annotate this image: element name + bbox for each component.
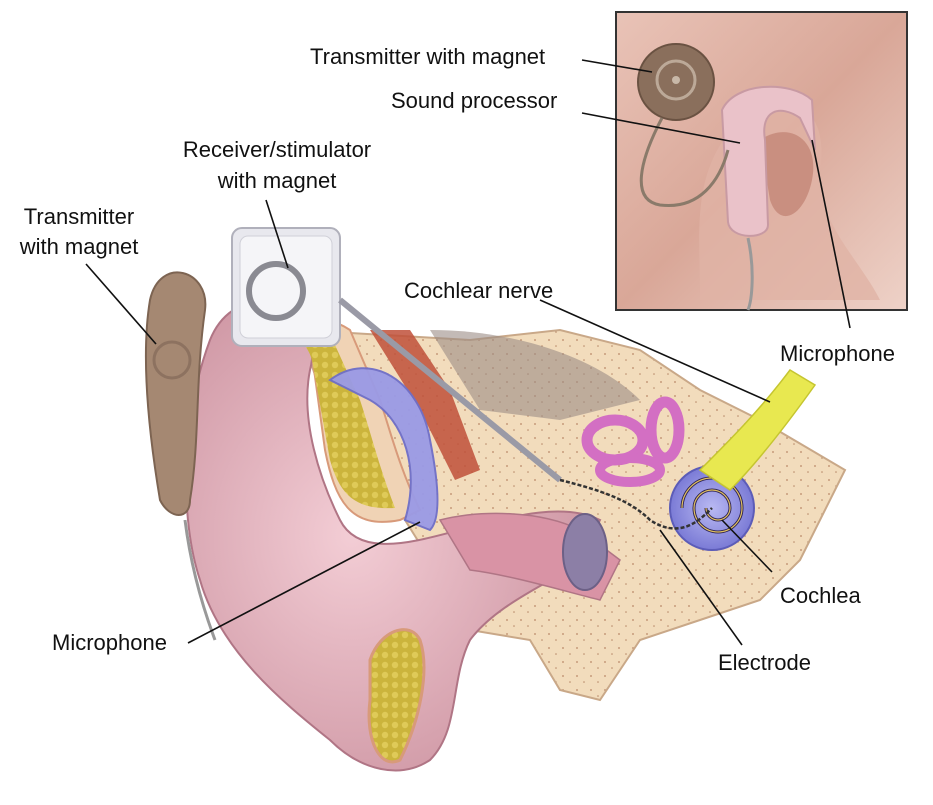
leader-lines (85, 59, 851, 646)
pinna-fat (258, 332, 395, 509)
label-inset-microphone: Microphone (780, 341, 895, 366)
eardrum (562, 513, 608, 591)
temporal-muscle (370, 330, 480, 480)
label-inset-transmitter: Transmitter with magnet (310, 44, 546, 69)
label-cochlea: Cochlea (780, 583, 861, 608)
label-transmitter-line2: with magnet (19, 234, 139, 259)
leader-electrode (659, 529, 743, 646)
bone-shadow (430, 330, 640, 420)
semicircular-canals (581, 396, 685, 487)
label-receiver-line2: with magnet (217, 168, 337, 193)
microphone-coil (328, 367, 439, 532)
leader-microphone (187, 521, 421, 644)
label-transmitter-line1: Transmitter (23, 204, 135, 229)
leader-transmitter (85, 263, 157, 345)
label-cochlear-nerve: Cochlear nerve (404, 278, 554, 303)
transmitter-device (144, 271, 217, 641)
electrode-array (559, 478, 713, 530)
electrode-lead (338, 297, 562, 483)
leader-inset-transmitter (581, 59, 653, 73)
leader-receiver (265, 199, 289, 269)
inset-processor-cable (746, 237, 754, 311)
leader-inset-processor (581, 112, 741, 144)
receiver-stimulator-device (231, 227, 713, 530)
inset-sound-processor (720, 85, 816, 237)
leader-inset-microphone (811, 139, 851, 329)
inset-transmitter-cable (639, 117, 730, 208)
label-microphone: Microphone (52, 630, 167, 655)
label-receiver-line1: Receiver/stimulator (182, 137, 372, 162)
leader-cochlear-nerve (539, 299, 771, 403)
leader-cochlea (721, 519, 773, 573)
earlobe-fat (367, 628, 426, 764)
label-electrode: Electrode (718, 650, 811, 675)
inset-ear-canal (760, 132, 814, 217)
cochlear-nerve-shape (698, 369, 817, 491)
label-inset-sound-processor: Sound processor (391, 88, 558, 113)
